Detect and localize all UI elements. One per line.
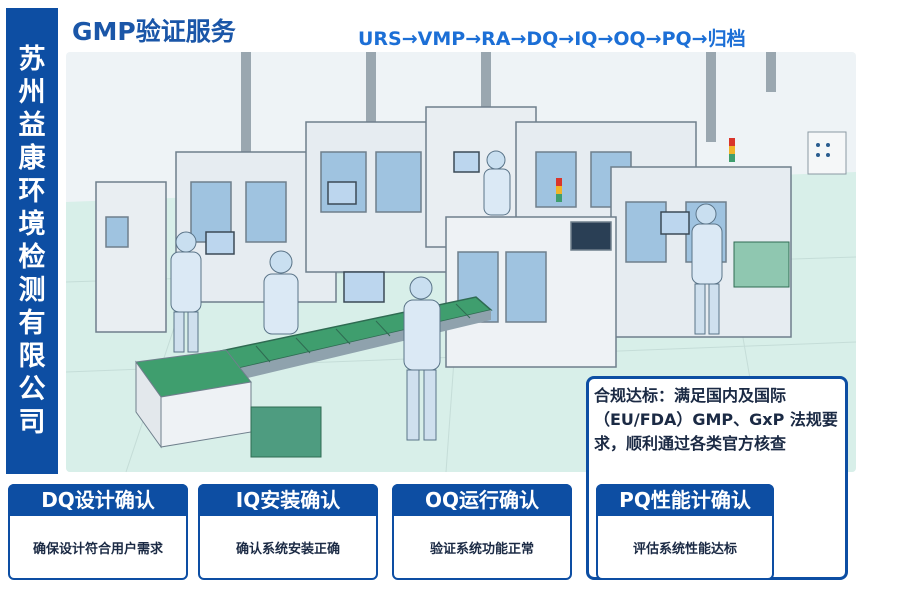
card-iq: IQ安装确认 确认系统安装正确 [198,484,378,580]
company-name-char: 有 [18,308,46,339]
company-name-char: 康 [18,143,46,174]
company-name-char: 司 [18,407,46,438]
company-name-char: 环 [18,176,46,207]
card-description: 评估系统性能达标 [632,542,737,557]
card-pq: PQ性能计确认 评估系统性能达标 [596,484,774,580]
company-name-char: 州 [18,77,46,108]
company-name-char: 测 [18,275,46,306]
card-title: DQ设计确认 [8,484,188,516]
company-name-char: 境 [18,209,46,240]
company-name-char: 益 [18,110,46,141]
company-name-char: 检 [18,242,46,273]
company-name-bar: 苏 州 益 康 环 境 检 测 有 限 公 司 [6,8,58,474]
card-dq: DQ设计确认 确保设计符合用户需求 [8,484,188,580]
company-name-char: 苏 [18,44,46,75]
card-description: 验证系统功能正常 [429,542,534,557]
process-flow: URS→VMP→RA→DQ→IQ→OQ→PQ→归档 [358,28,746,50]
company-name-char: 公 [18,374,46,405]
card-title: IQ安装确认 [198,484,378,516]
card-oq: OQ运行确认 验证系统功能正常 [392,484,572,580]
company-name-char: 限 [18,341,46,372]
card-title: OQ运行确认 [392,484,572,516]
card-description: 确认系统安装正确 [235,542,340,557]
card-description: 确保设计符合用户需求 [32,542,163,557]
compliance-note: 合规达标：满足国内及国际（EU/FDA）GMP、GxP 法规要求，顺利通过各类官… [594,386,838,453]
page-title: GMP验证服务 [72,17,236,46]
card-title: PQ性能计确认 [596,484,774,516]
